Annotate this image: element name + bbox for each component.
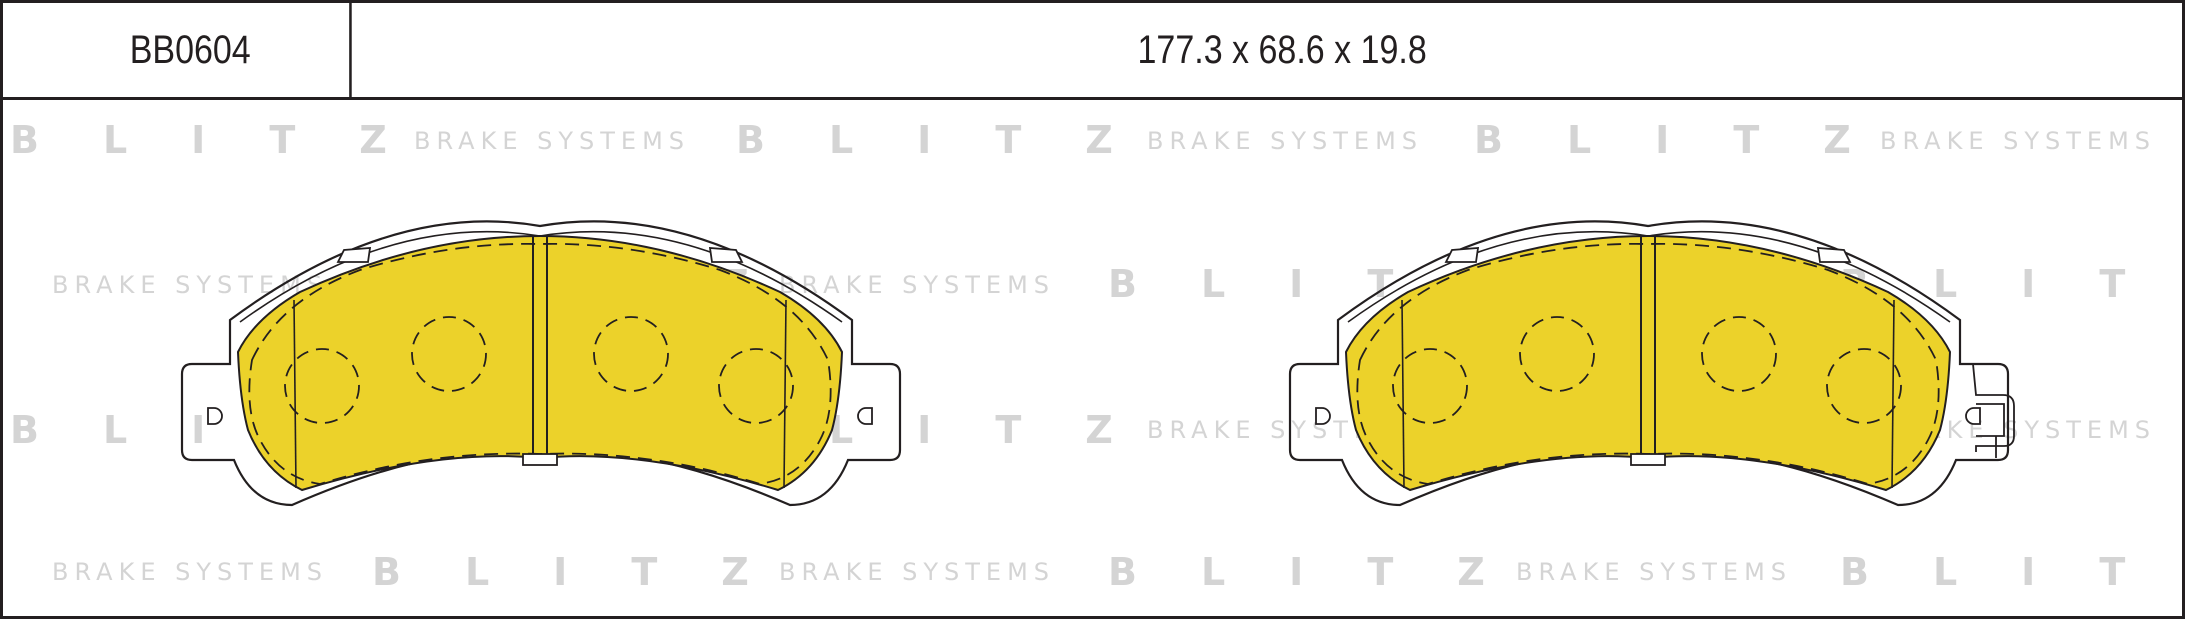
watermark-tagline: BRAKE SYSTEMS xyxy=(1880,127,2157,155)
watermark-tagline: BRAKE SYSTEMS xyxy=(52,558,329,586)
brake-pad-left xyxy=(180,220,902,507)
watermark-logo: BLITZ xyxy=(1108,550,1549,594)
watermark-logo: BLITZ xyxy=(10,118,451,162)
watermark-tagline: BRAKE SYSTEMS xyxy=(414,127,691,155)
wear-indicator xyxy=(1972,363,2015,452)
watermark-tagline: BRAKE SYSTEMS xyxy=(779,271,1056,299)
watermark-logo: BLITZ xyxy=(372,550,813,594)
watermark-tagline: BRAKE SYSTEMS xyxy=(779,558,1056,586)
watermark-logo: BLITZ xyxy=(736,118,1177,162)
watermark-logo: BLITZ xyxy=(1474,118,1915,162)
watermark-tagline: BRAKE SYSTEMS xyxy=(1516,558,1793,586)
part-code: BB0604 xyxy=(31,3,352,97)
header-table: BB0604 177.3 x 68.6 x 19.8 xyxy=(3,3,2182,100)
watermark-tagline: BRAKE SYSTEMS xyxy=(1147,127,1424,155)
part-dimensions: 177.3 x 68.6 x 19.8 xyxy=(383,3,2182,97)
watermark-logo: BLITZ xyxy=(1840,550,2185,594)
part-dimensions-text: 177.3 x 68.6 x 19.8 xyxy=(1137,27,1428,72)
brake-pad-right xyxy=(1288,220,2015,507)
